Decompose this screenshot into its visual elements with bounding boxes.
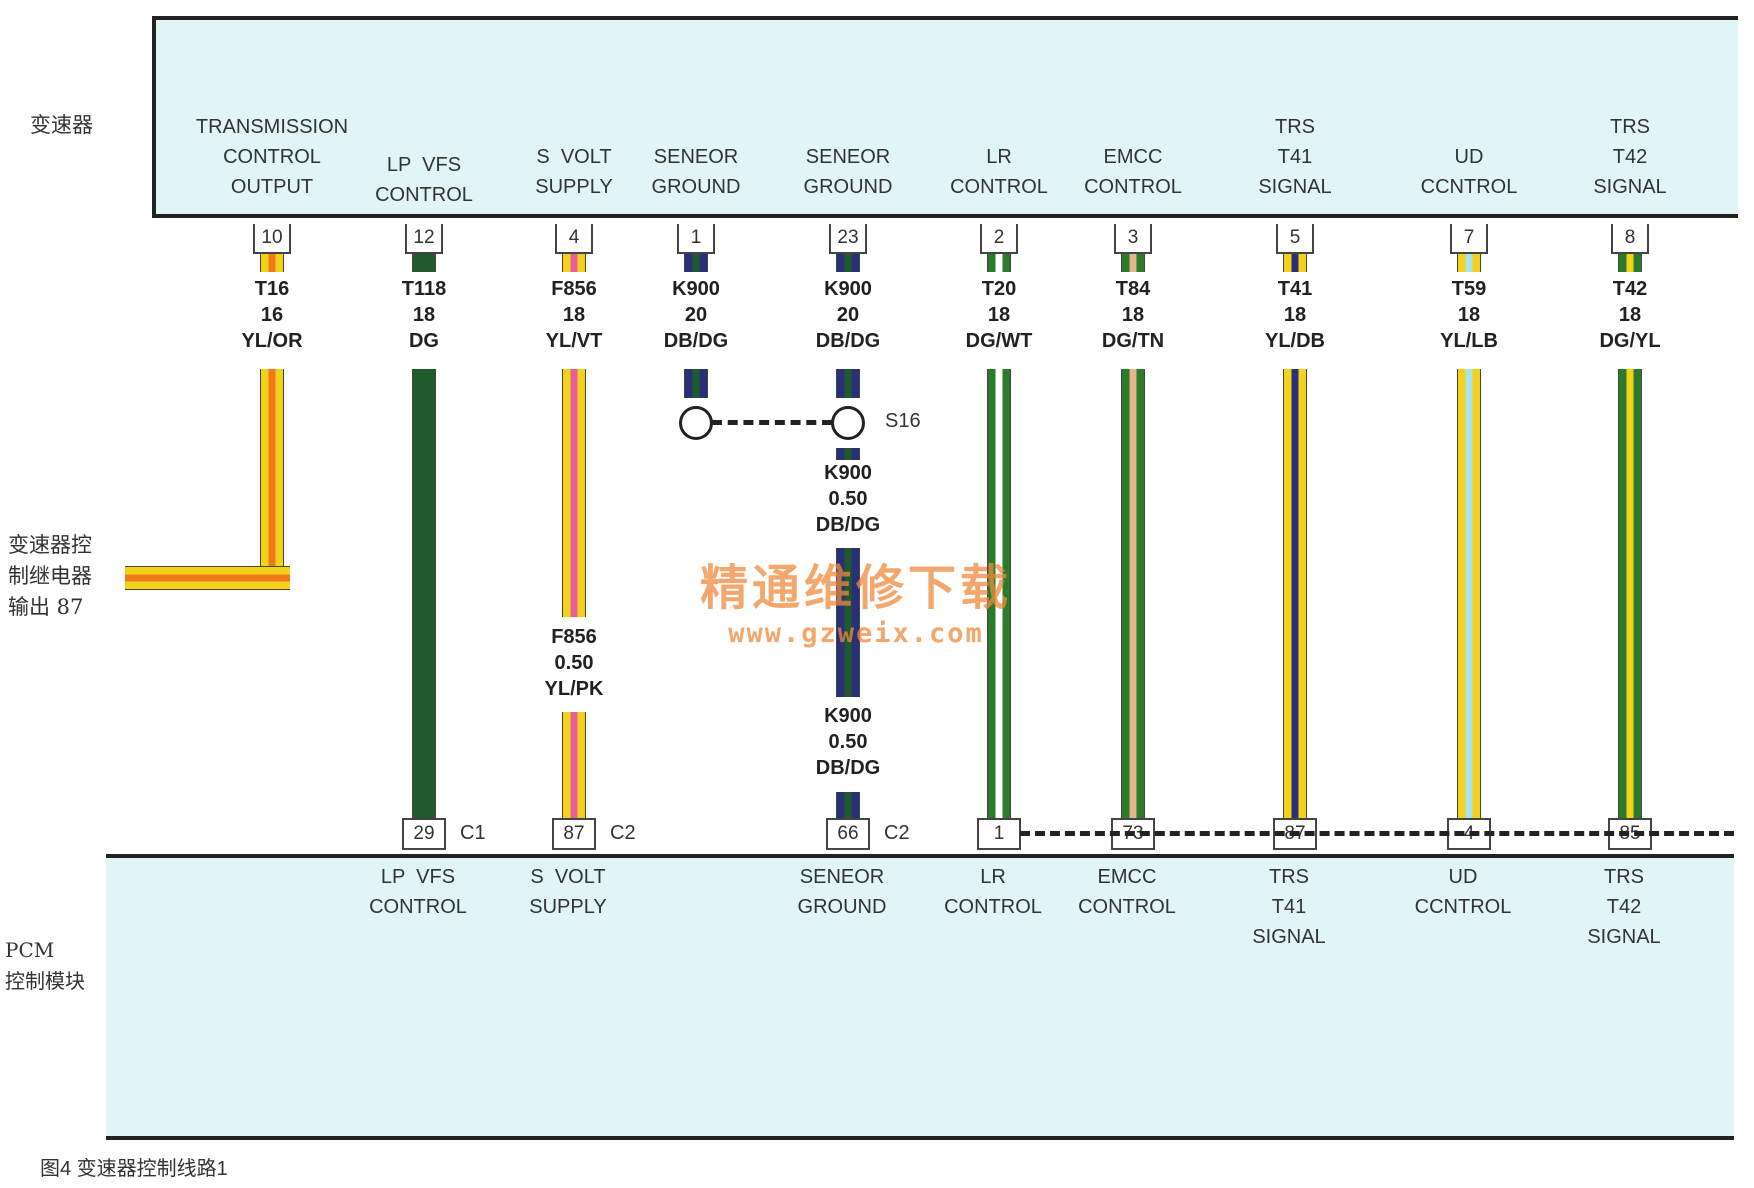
wire [1283, 369, 1307, 818]
wire-spec-label-mid2: K900 0.50 DB/DG [815, 703, 881, 781]
wire [836, 792, 860, 818]
wire-stub [836, 254, 860, 272]
wire-spec-label: T84 18 DG/TN [1101, 276, 1165, 354]
connector-id: C1 [460, 822, 486, 844]
transmission-label: 变速器 [30, 113, 93, 137]
top-terminal-label: SENEOR GROUND [803, 146, 893, 198]
top-terminal-label: UD CCNTROL [1420, 146, 1518, 198]
top-pin-number: 5 [1276, 224, 1314, 254]
wire-stub [562, 254, 586, 272]
pcm-block [106, 854, 1734, 1140]
wire [562, 712, 586, 818]
wire-spec-label-mid: F856 0.50 YL/PK [544, 624, 604, 702]
top-pin-number: 10 [253, 224, 291, 254]
wire-stub [1457, 254, 1481, 272]
wire-stub [1121, 254, 1145, 272]
watermark: 精通维修下载 www.gzweix.com [700, 548, 1012, 649]
wire-stub [684, 254, 708, 272]
wire-spec-label: T59 18 YL/LB [1440, 276, 1498, 354]
transmission-block [152, 16, 1738, 218]
wire-spec-label: T41 18 YL/DB [1265, 276, 1325, 354]
pcm-terminal-label: EMCC CONTROL [1078, 866, 1176, 918]
connector-id: C2 [884, 822, 910, 844]
top-pin-number: 4 [555, 224, 593, 254]
top-terminal-label: EMCC CONTROL [1084, 146, 1182, 198]
wire [836, 448, 860, 460]
wire-spec-label-mid: K900 0.50 DB/DG [815, 460, 881, 538]
top-terminal-label: TRS T42 SIGNAL [1593, 116, 1667, 198]
top-terminal-label: TRS T41 SIGNAL [1258, 116, 1332, 198]
pcm-terminal-label: TRS T41 SIGNAL [1252, 866, 1326, 948]
top-terminal-label: LR CONTROL [950, 146, 1048, 198]
splice-node-s16 [831, 406, 865, 440]
bottom-pin-number: 29 [402, 818, 446, 850]
top-pin-number: 7 [1450, 224, 1488, 254]
wire-stub [1618, 254, 1642, 272]
wire-stub [1283, 254, 1307, 272]
watermark-url: www.gzweix.com [728, 618, 984, 649]
wire [836, 369, 860, 398]
bottom-pin-number: 87 [552, 818, 596, 850]
pcm-terminal-label: LR CONTROL [944, 866, 1042, 918]
top-pin-number: 3 [1114, 224, 1152, 254]
top-pin-number: 8 [1611, 224, 1649, 254]
pcm-label: PCM 控制模块 [5, 938, 85, 993]
relay-output-label: 变速器控 制继电器 输出 87 [8, 533, 92, 619]
top-pin-number: 23 [829, 224, 867, 254]
top-terminal-label: SENEOR GROUND [651, 146, 741, 198]
wire [1457, 369, 1481, 818]
splice-label: S16 [885, 410, 921, 432]
wire [684, 369, 708, 398]
wire-spec-label: T20 18 DG/WT [965, 276, 1033, 354]
pcm-ground-bus-line [1020, 831, 1734, 836]
wire-spec-label: K900 20 DB/DG [815, 276, 881, 354]
splice-node-left [679, 406, 713, 440]
wire-stub [260, 254, 284, 272]
wire [1121, 369, 1145, 818]
wire [412, 369, 436, 818]
pcm-terminal-label: S VOLT SUPPLY [529, 866, 607, 918]
splice-line [712, 420, 832, 425]
wire-spec-label: T16 16 YL/OR [241, 276, 303, 354]
top-pin-number: 2 [980, 224, 1018, 254]
wire [1618, 369, 1642, 818]
wire [836, 548, 860, 697]
top-pin-number: 1 [677, 224, 715, 254]
top-terminal-label: S VOLT SUPPLY [535, 146, 613, 198]
pcm-terminal-label: UD CCNTROL [1414, 866, 1512, 918]
wire-spec-label: T118 18 DG [401, 276, 447, 354]
wire-to-relay [125, 566, 290, 590]
connector-id: C2 [610, 822, 636, 844]
top-pin-number: 12 [405, 224, 443, 254]
pcm-terminal-label: LP VFS CONTROL [369, 866, 467, 918]
bottom-pin-number: 1 [977, 818, 1021, 850]
wire-stub [987, 254, 1011, 272]
top-terminal-label: TRANSMISSION CONTROL OUTPUT [195, 116, 349, 198]
pcm-terminal-label: SENEOR GROUND [797, 866, 887, 918]
figure-caption: 图4 变速器控制线路1 [40, 1158, 228, 1180]
wire-spec-label: K900 20 DB/DG [663, 276, 729, 354]
wire [260, 369, 284, 590]
bottom-pin-number: 66 [826, 818, 870, 850]
wire [987, 369, 1011, 818]
wire-stub [412, 254, 436, 272]
wire [562, 369, 586, 617]
top-terminal-label: LP VFS CONTROL [375, 154, 473, 206]
pcm-terminal-label: TRS T42 SIGNAL [1587, 866, 1661, 948]
watermark-title: 精通维修下载 [700, 560, 1013, 616]
wire-spec-label: F856 18 YL/VT [545, 276, 603, 354]
wire-spec-label: T42 18 DG/YL [1599, 276, 1661, 354]
